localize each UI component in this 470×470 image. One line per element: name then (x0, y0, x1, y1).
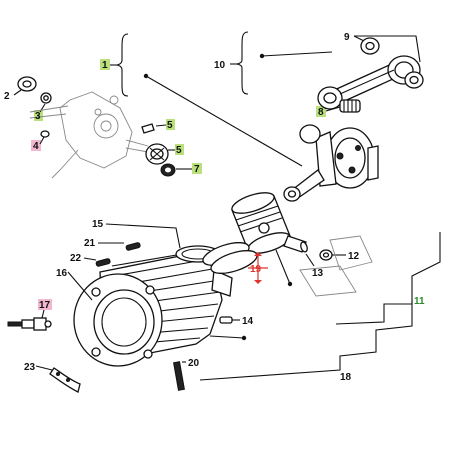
label-1-highlight (100, 59, 110, 70)
pin-part (219, 316, 233, 324)
bolt-part (173, 361, 185, 391)
connecting-rod-part (317, 55, 421, 110)
leader-dot (143, 73, 149, 79)
spark-plug-part (7, 317, 52, 331)
leader-8 (325, 106, 341, 112)
label-19: 19 (250, 264, 262, 275)
faint-background-part (299, 235, 373, 297)
leader-5a (155, 124, 167, 127)
label-2: 2 (4, 91, 10, 102)
label-3-highlight (34, 110, 43, 121)
label-3: 3 (35, 111, 41, 122)
leader-16 (67, 271, 93, 301)
label-8: 8 (318, 107, 324, 118)
leader-2 (13, 89, 22, 96)
leader-conrod (261, 51, 333, 57)
label-15: 15 (92, 219, 104, 230)
label-13: 13 (312, 268, 324, 279)
label-12: 12 (348, 251, 360, 262)
label-4: 4 (33, 141, 39, 152)
crankshaft-assembly-part (283, 124, 379, 202)
label-5b: 5 (176, 145, 182, 156)
bearing-part (145, 143, 169, 165)
label-18: 18 (340, 372, 352, 383)
label-19-highlight (248, 252, 268, 284)
leader-17 (41, 309, 45, 319)
label-11: 11 (414, 296, 425, 307)
label-5a: 5 (167, 120, 173, 131)
label-7-highlight (192, 163, 202, 174)
crankshaft-left-part (29, 91, 149, 179)
nut-part (160, 163, 176, 177)
leader-23 (35, 365, 53, 371)
cylinder-part (73, 249, 233, 367)
pin-clip-part (319, 249, 333, 261)
label-8-highlight (316, 106, 326, 117)
key-part (40, 130, 50, 138)
brace-10 (235, 31, 249, 95)
leader-4 (39, 136, 45, 145)
label-9: 9 (344, 32, 350, 43)
thrust-washer-part (360, 37, 424, 89)
stud-part (95, 242, 141, 267)
label-1: 1 (102, 60, 108, 71)
label-5b-highlight (175, 144, 184, 155)
boundary-18 (199, 300, 413, 381)
leader-dot (287, 281, 293, 287)
leader-dot (259, 53, 265, 59)
label-10: 10 (214, 60, 226, 71)
guide-part (49, 367, 81, 393)
piston-ring-part (202, 242, 258, 274)
leader-cylinder (209, 335, 245, 339)
piston-pin-part (283, 235, 308, 253)
leader-22 (83, 257, 97, 261)
leader-piston (275, 249, 291, 285)
label-16: 16 (56, 268, 68, 279)
label-7: 7 (194, 164, 200, 175)
boundary-11 (335, 232, 441, 325)
label-5a-highlight (166, 119, 175, 130)
label-20: 20 (188, 358, 200, 369)
leader-13 (305, 253, 315, 267)
needle-bearing-part (339, 99, 361, 113)
label-22: 22 (70, 253, 82, 264)
label-17-highlight (38, 299, 52, 310)
circlip-part (40, 92, 52, 104)
label-23: 23 (24, 362, 36, 373)
label-4-highlight (31, 140, 41, 151)
brace-1 (115, 33, 129, 97)
leader-dot (241, 335, 247, 341)
label-14: 14 (242, 316, 254, 327)
oil-seal-part (17, 76, 37, 92)
label-17: 17 (39, 300, 51, 311)
woodruff-key-part (141, 123, 155, 134)
label-21: 21 (84, 238, 96, 249)
leader-crankshaft (145, 75, 303, 167)
leader-15 (105, 223, 181, 249)
leader-9 (354, 35, 421, 63)
